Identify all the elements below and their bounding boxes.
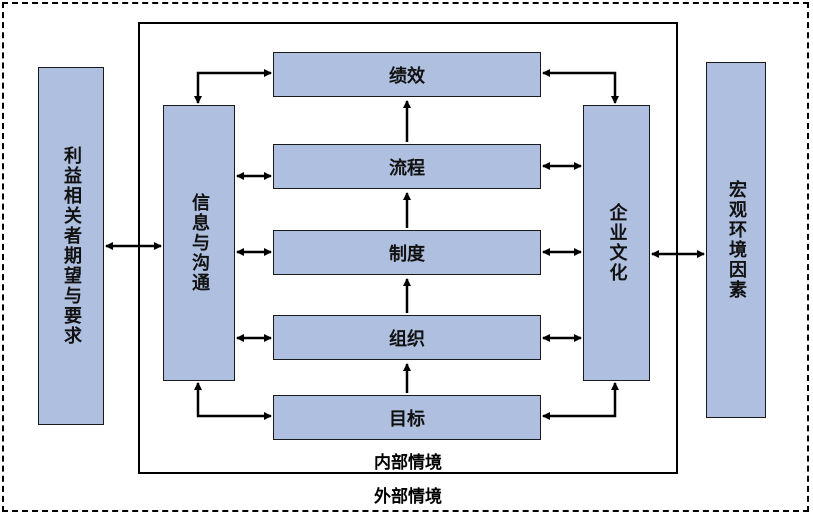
stakeholders-box: 利益相关者期望与要求: [38, 67, 104, 425]
arrow-goal-culture: [542, 382, 619, 420]
process-box: 流程: [273, 144, 541, 189]
corporate-culture-box: 企业文化: [583, 105, 650, 381]
performance-box: 绩效: [273, 52, 541, 97]
process-label: 流程: [389, 157, 425, 179]
info-communication-label: 信息与沟通: [189, 193, 210, 293]
external-context-label: 外部情境: [374, 487, 442, 507]
stakeholders-label: 利益相关者期望与要求: [61, 146, 82, 346]
goal-label: 目标: [389, 408, 425, 430]
external-context-frame: [2, 2, 809, 512]
organization-box: 组织: [273, 315, 541, 360]
performance-label: 绩效: [389, 65, 425, 87]
info-communication-box: 信息与沟通: [163, 105, 235, 381]
arrow-info-performance: [194, 69, 272, 104]
internal-context-label: 内部情境: [374, 453, 442, 473]
arrow-info-goal: [194, 382, 272, 420]
macro-environment-box: 宏观环境因素: [706, 62, 766, 418]
system-label: 制度: [389, 243, 425, 265]
macro-environment-label: 宏观环境因素: [726, 180, 747, 300]
corporate-culture-label: 企业文化: [606, 203, 628, 283]
organization-label: 组织: [389, 328, 425, 350]
goal-box: 目标: [273, 395, 541, 440]
arrow-performance-culture: [542, 69, 619, 104]
system-box: 制度: [273, 230, 541, 275]
